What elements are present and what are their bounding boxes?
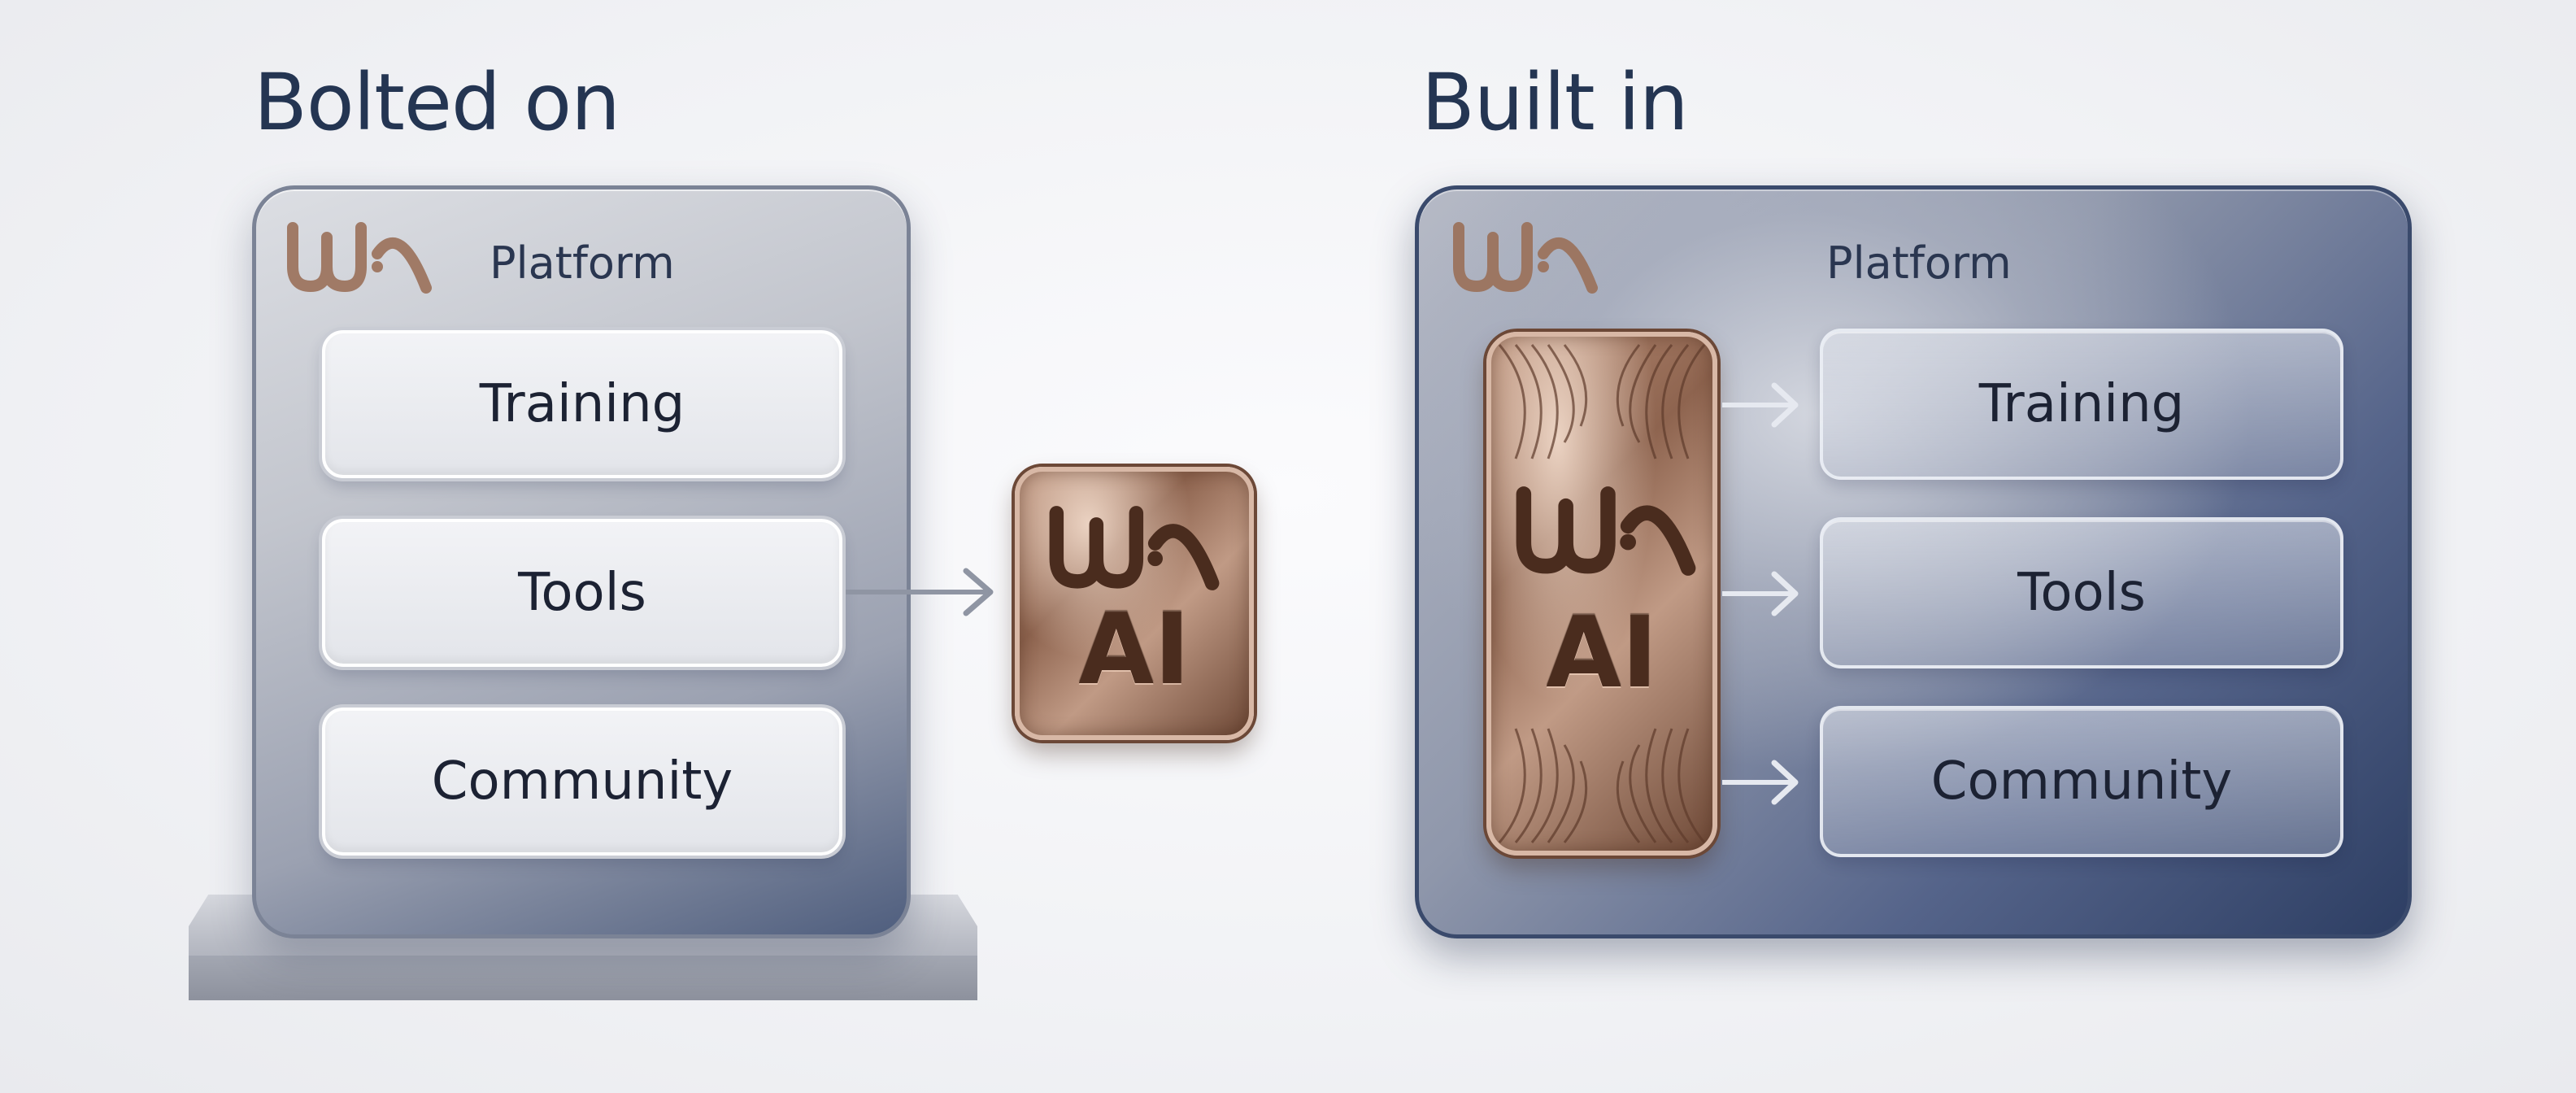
platform-label-built-in: Platform <box>1826 237 2012 289</box>
engraved-wave-pattern <box>1498 344 1706 843</box>
module-tools-bolted: Tools <box>322 519 842 667</box>
module-training-built-in: Training <box>1820 329 2343 480</box>
heading-built-in: Built in <box>1421 57 1689 148</box>
ai-chip-label: AI <box>1078 594 1190 707</box>
ai-chip-built-in: AI <box>1486 332 1717 856</box>
module-community-built-in: Community <box>1820 706 2343 857</box>
module-tools-built-in: Tools <box>1820 517 2343 668</box>
wa-logo-icon <box>287 222 432 294</box>
wa-logo-icon <box>1049 506 1220 590</box>
module-training-bolted: Training <box>322 330 842 478</box>
platform-label-bolted: Platform <box>490 237 675 289</box>
heading-bolted-on: Bolted on <box>254 57 620 148</box>
arrow-right-icon <box>846 568 994 616</box>
arrow-right-icon <box>1722 760 1799 805</box>
arrow-right-icon <box>1722 382 1799 428</box>
ai-chip-bolted: AI <box>1015 467 1254 740</box>
ai-chip-label: AI <box>1546 597 1658 710</box>
wa-logo-icon <box>1453 222 1598 294</box>
arrow-right-icon <box>1722 571 1799 616</box>
pedestal-front-edge <box>189 956 977 1000</box>
module-community-bolted: Community <box>322 708 842 856</box>
wa-logo-icon <box>1516 486 1696 576</box>
